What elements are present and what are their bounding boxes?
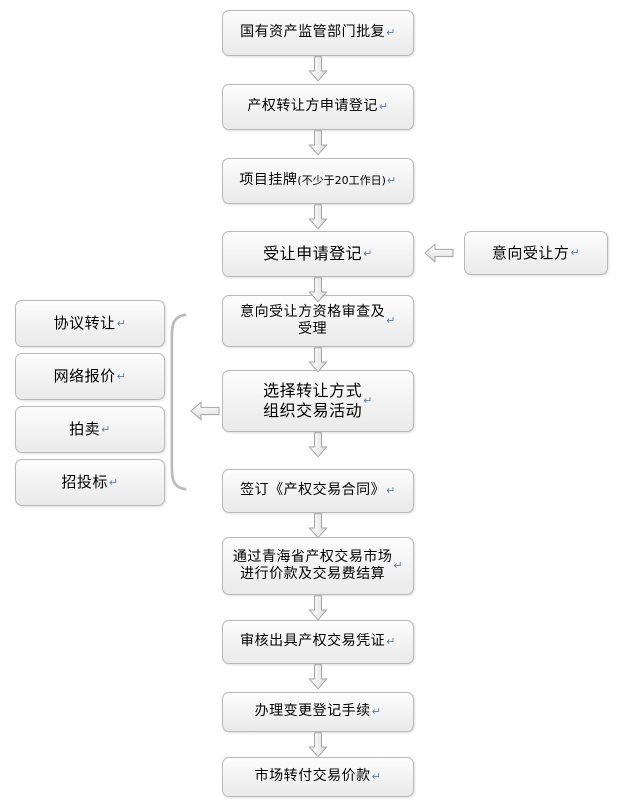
return-mark: ↵ <box>393 559 404 573</box>
flow-node-n3: 项目挂牌(不少于20工作日)↵ <box>222 158 414 204</box>
branch-method-label: 网络报价 <box>53 367 116 386</box>
flow-node-label: 产权转让方申请登记 <box>247 98 378 115</box>
flow-node-label: 选择转让方式 组织交易活动 <box>263 381 363 420</box>
branch-method-label: 拍卖 <box>69 420 101 439</box>
return-mark: ↵ <box>386 635 396 649</box>
arrow-down-a3 <box>308 204 328 230</box>
flow-node-label: 国有资产监管部门批复 <box>240 24 386 41</box>
flow-node-label: 受让申请登记 <box>263 244 363 263</box>
flow-node-label: 项目挂牌 <box>239 172 298 189</box>
return-mark: ↵ <box>363 247 373 261</box>
arrow-down-a2 <box>308 130 328 156</box>
side-node-intended-transferee: 意向受让方↵ <box>464 231 608 275</box>
return-mark: ↵ <box>116 369 127 383</box>
flow-node-n10: 办理变更登记手续↵ <box>222 692 414 732</box>
branch-method-m1: 协议转让↵ <box>15 300 165 347</box>
arrow-down-a8 <box>308 595 328 621</box>
flow-node-label: 签订《产权交易合同》 <box>240 482 386 499</box>
arrow-left-al2 <box>190 401 220 421</box>
arrow-down-a4 <box>308 277 328 303</box>
flow-node-n2: 产权转让方申请登记↵ <box>222 84 414 130</box>
flow-node-n6: 选择转让方式 组织交易活动↵ <box>222 370 414 432</box>
arrow-down-a1 <box>308 56 328 82</box>
return-mark: ↵ <box>386 26 396 40</box>
return-mark: ↵ <box>570 246 581 260</box>
branch-method-label: 协议转让 <box>53 314 116 333</box>
flow-node-label: 办理变更登记手续 <box>254 703 371 720</box>
return-mark: ↵ <box>116 316 127 330</box>
flow-node-n11: 市场转付交易价款↵ <box>222 757 414 797</box>
return-mark: ↵ <box>371 705 382 719</box>
return-mark: ↵ <box>108 475 119 489</box>
branch-method-m2: 网络报价↵ <box>15 353 165 400</box>
arrow-down-a6 <box>308 432 328 458</box>
brace-bracket <box>165 313 191 491</box>
flow-node-sublabel: (不少于20工作日) <box>297 174 386 188</box>
flow-node-label: 审核出具产权交易凭证 <box>240 633 386 650</box>
arrow-down-a10 <box>308 732 328 758</box>
return-mark: ↵ <box>101 422 111 436</box>
return-mark: ↵ <box>386 174 397 188</box>
return-mark: ↵ <box>378 100 389 114</box>
flow-node-label: 通过青海省产权交易市场 进行价款及交易费结算 <box>232 548 393 583</box>
arrow-down-a7 <box>308 513 328 539</box>
side-node-label: 意向受让方 <box>491 243 570 262</box>
return-mark: ↵ <box>386 484 396 498</box>
flow-node-n5: 意向受让方资格审查及 受理↵ <box>222 295 414 347</box>
arrow-down-a5 <box>308 347 328 373</box>
flow-node-n7: 签订《产权交易合同》↵ <box>222 469 414 513</box>
flow-node-n8: 通过青海省产权交易市场 进行价款及交易费结算↵ <box>222 537 414 595</box>
flow-node-n1: 国有资产监管部门批复↵ <box>222 10 414 56</box>
return-mark: ↵ <box>371 770 382 784</box>
flow-node-label: 意向受让方资格审查及 受理 <box>240 303 386 338</box>
branch-method-label: 招投标 <box>61 473 108 492</box>
return-mark: ↵ <box>386 314 396 328</box>
arrow-down-a9 <box>308 664 328 690</box>
arrow-left-al1 <box>424 243 454 263</box>
flow-node-n4: 受让申请登记↵ <box>222 231 414 277</box>
flow-node-n9: 审核出具产权交易凭证↵ <box>222 620 414 664</box>
branch-method-m4: 招投标↵ <box>15 459 165 506</box>
flow-node-label: 市场转付交易价款 <box>254 768 371 785</box>
bracket-shape <box>170 313 187 491</box>
return-mark: ↵ <box>363 394 373 408</box>
branch-method-m3: 拍卖↵ <box>15 406 165 453</box>
